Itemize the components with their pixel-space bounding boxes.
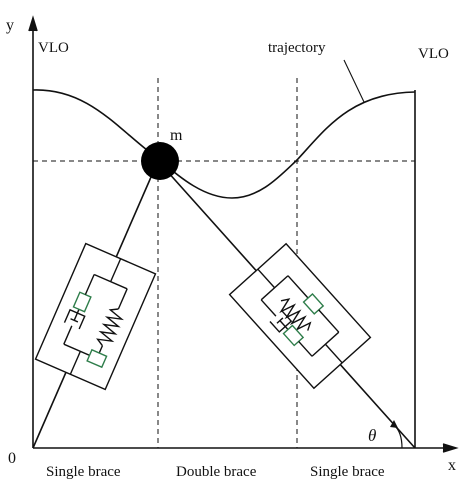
right-spring-damper-module [228, 242, 372, 390]
angle-arc-arrow [390, 420, 398, 428]
x-axis-label: x [448, 457, 456, 474]
left-element-top [72, 291, 92, 313]
y-axis-label: y [6, 17, 14, 34]
mass-label: m [170, 127, 183, 144]
phase-label-left: Single brace [46, 464, 121, 480]
right-brace-box [228, 242, 372, 390]
left-vlo-label: VLO [38, 40, 69, 56]
left-spring-damper-module [34, 242, 157, 391]
trajectory-label: trajectory [268, 40, 326, 56]
y-axis-arrow [28, 15, 38, 32]
trajectory-leader-line [343, 59, 365, 103]
point-mass [141, 142, 179, 180]
left-element-bottom [86, 348, 108, 369]
x-axis-arrow [442, 443, 459, 453]
origin-label: 0 [8, 450, 16, 467]
trajectory-curve [32, 89, 416, 199]
angle-label: θ [368, 426, 376, 445]
axes [28, 15, 459, 453]
right-spring-icon [279, 298, 312, 332]
left-spring-icon [96, 308, 124, 347]
phase-label-right: Single brace [310, 464, 385, 480]
right-vlo-label: VLO [418, 46, 449, 62]
left-brace-box [34, 242, 157, 391]
phase-label-middle: Double brace [176, 464, 257, 480]
